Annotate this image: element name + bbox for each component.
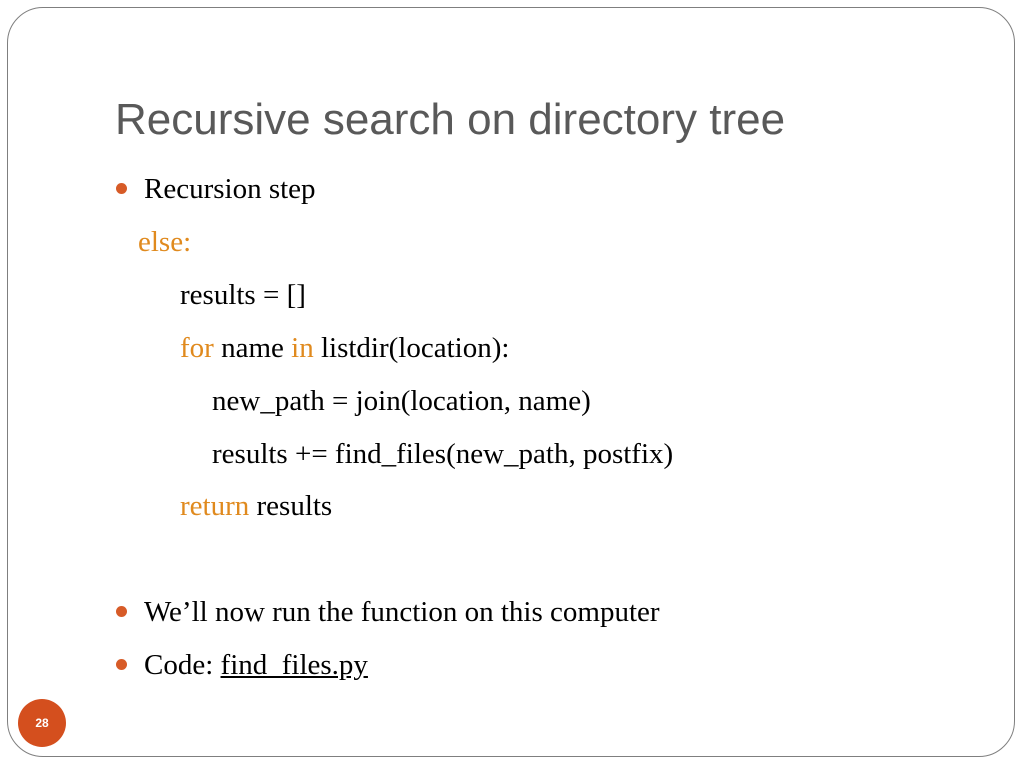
slide-frame <box>7 7 1015 757</box>
code-for-keyword: for <box>180 332 214 364</box>
code-return-line: return results <box>180 486 332 526</box>
bullet-run-function: We’ll now run the function on this compu… <box>144 596 660 628</box>
page-number: 28 <box>35 716 49 730</box>
code-for-line: for name in listdir(location): <box>180 328 509 368</box>
bullet-code-link: Code: find_files.py <box>144 645 368 685</box>
bullet-icon <box>116 659 127 670</box>
code-results-init: results = [] <box>180 279 306 311</box>
bullet-icon <box>116 183 127 194</box>
code-return-rest: results <box>249 490 333 522</box>
find-files-link[interactable]: find_files.py <box>220 649 368 681</box>
code-else: else: <box>138 226 192 258</box>
bullet-icon <box>116 606 127 617</box>
page-number-badge: 28 <box>18 699 66 747</box>
slide-title: Recursive search on directory tree <box>115 95 786 144</box>
code-return-keyword: return <box>180 490 250 522</box>
code-label: Code: <box>144 649 221 681</box>
code-for-name: name <box>213 332 292 364</box>
code-new-path: new_path = join(location, name) <box>212 385 591 417</box>
code-in-keyword: in <box>291 332 314 364</box>
code-for-rest: listdir(location): <box>313 332 510 364</box>
code-results-add: results += find_files(new_path, postfix) <box>212 438 674 470</box>
bullet-recursion-step: Recursion step <box>144 173 316 205</box>
